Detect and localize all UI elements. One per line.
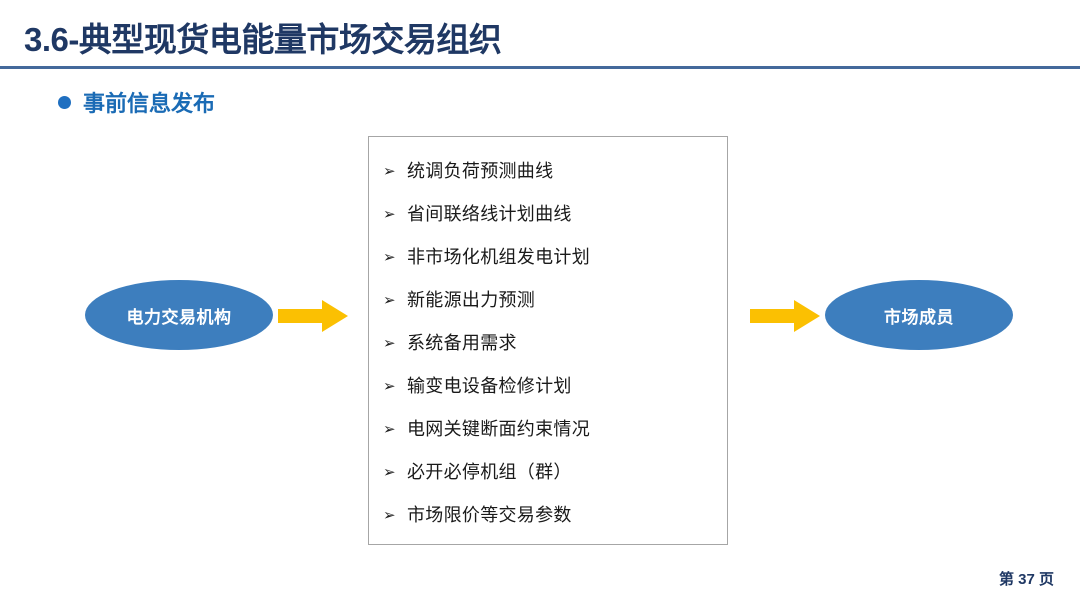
published-info-list: ➢ 统调负荷预测曲线 ➢ 省间联络线计划曲线 ➢ 非市场化机组发电计划 ➢ 新能… — [383, 157, 590, 544]
list-item-label: 市场限价等交易参数 — [407, 505, 572, 525]
section-heading-label: 事前信息发布 — [83, 91, 216, 116]
list-item: ➢ 必开必停机组（群） — [383, 458, 590, 501]
list-item-label: 输变电设备检修计划 — [407, 376, 572, 396]
list-item-label: 新能源出力预测 — [407, 290, 536, 310]
list-item: ➢ 系统备用需求 — [383, 329, 590, 372]
list-arrow-icon: ➢ — [383, 163, 396, 180]
list-item: ➢ 省间联络线计划曲线 — [383, 200, 590, 243]
section-heading: 事前信息发布 — [58, 86, 215, 118]
list-item-label: 系统备用需求 — [407, 333, 517, 353]
page-number: 第 37 页 — [998, 571, 1054, 588]
list-arrow-icon: ➢ — [383, 335, 396, 352]
list-item-label: 电网关键断面约束情况 — [407, 419, 590, 439]
list-item: ➢ 电网关键断面约束情况 — [383, 415, 590, 458]
arrow-right-icon-right — [750, 298, 820, 334]
node-trading-institution[interactable]: 电力交易机构 — [85, 280, 273, 350]
list-arrow-icon: ➢ — [383, 206, 396, 223]
list-item: ➢ 非市场化机组发电计划 — [383, 243, 590, 286]
bullet-dot-icon — [58, 95, 71, 109]
node-market-members-label: 市场成员 — [884, 307, 954, 327]
title-divider — [0, 66, 1080, 69]
list-arrow-icon: ➢ — [383, 464, 396, 481]
list-item-label: 非市场化机组发电计划 — [407, 247, 590, 267]
list-arrow-icon: ➢ — [383, 421, 396, 438]
list-item: ➢ 输变电设备检修计划 — [383, 372, 590, 415]
list-arrow-icon: ➢ — [383, 378, 396, 395]
list-arrow-icon: ➢ — [383, 249, 396, 266]
arrow-right-icon-left — [278, 298, 348, 334]
list-item-label: 必开必停机组（群） — [407, 462, 572, 482]
list-item-label: 省间联络线计划曲线 — [407, 204, 572, 224]
list-arrow-icon: ➢ — [383, 292, 396, 309]
list-item-label: 统调负荷预测曲线 — [407, 161, 554, 181]
list-item: ➢ 统调负荷预测曲线 — [383, 157, 590, 200]
node-trading-institution-label: 电力交易机构 — [126, 307, 232, 327]
list-item: ➢ 市场限价等交易参数 — [383, 501, 590, 544]
list-arrow-icon: ➢ — [383, 507, 396, 524]
list-item: ➢ 新能源出力预测 — [383, 286, 590, 329]
published-info-box: ➢ 统调负荷预测曲线 ➢ 省间联络线计划曲线 ➢ 非市场化机组发电计划 ➢ 新能… — [368, 136, 728, 545]
node-market-members[interactable]: 市场成员 — [825, 280, 1013, 350]
page-title: 3.6-典型现货电能量市场交易组织 — [24, 21, 502, 58]
